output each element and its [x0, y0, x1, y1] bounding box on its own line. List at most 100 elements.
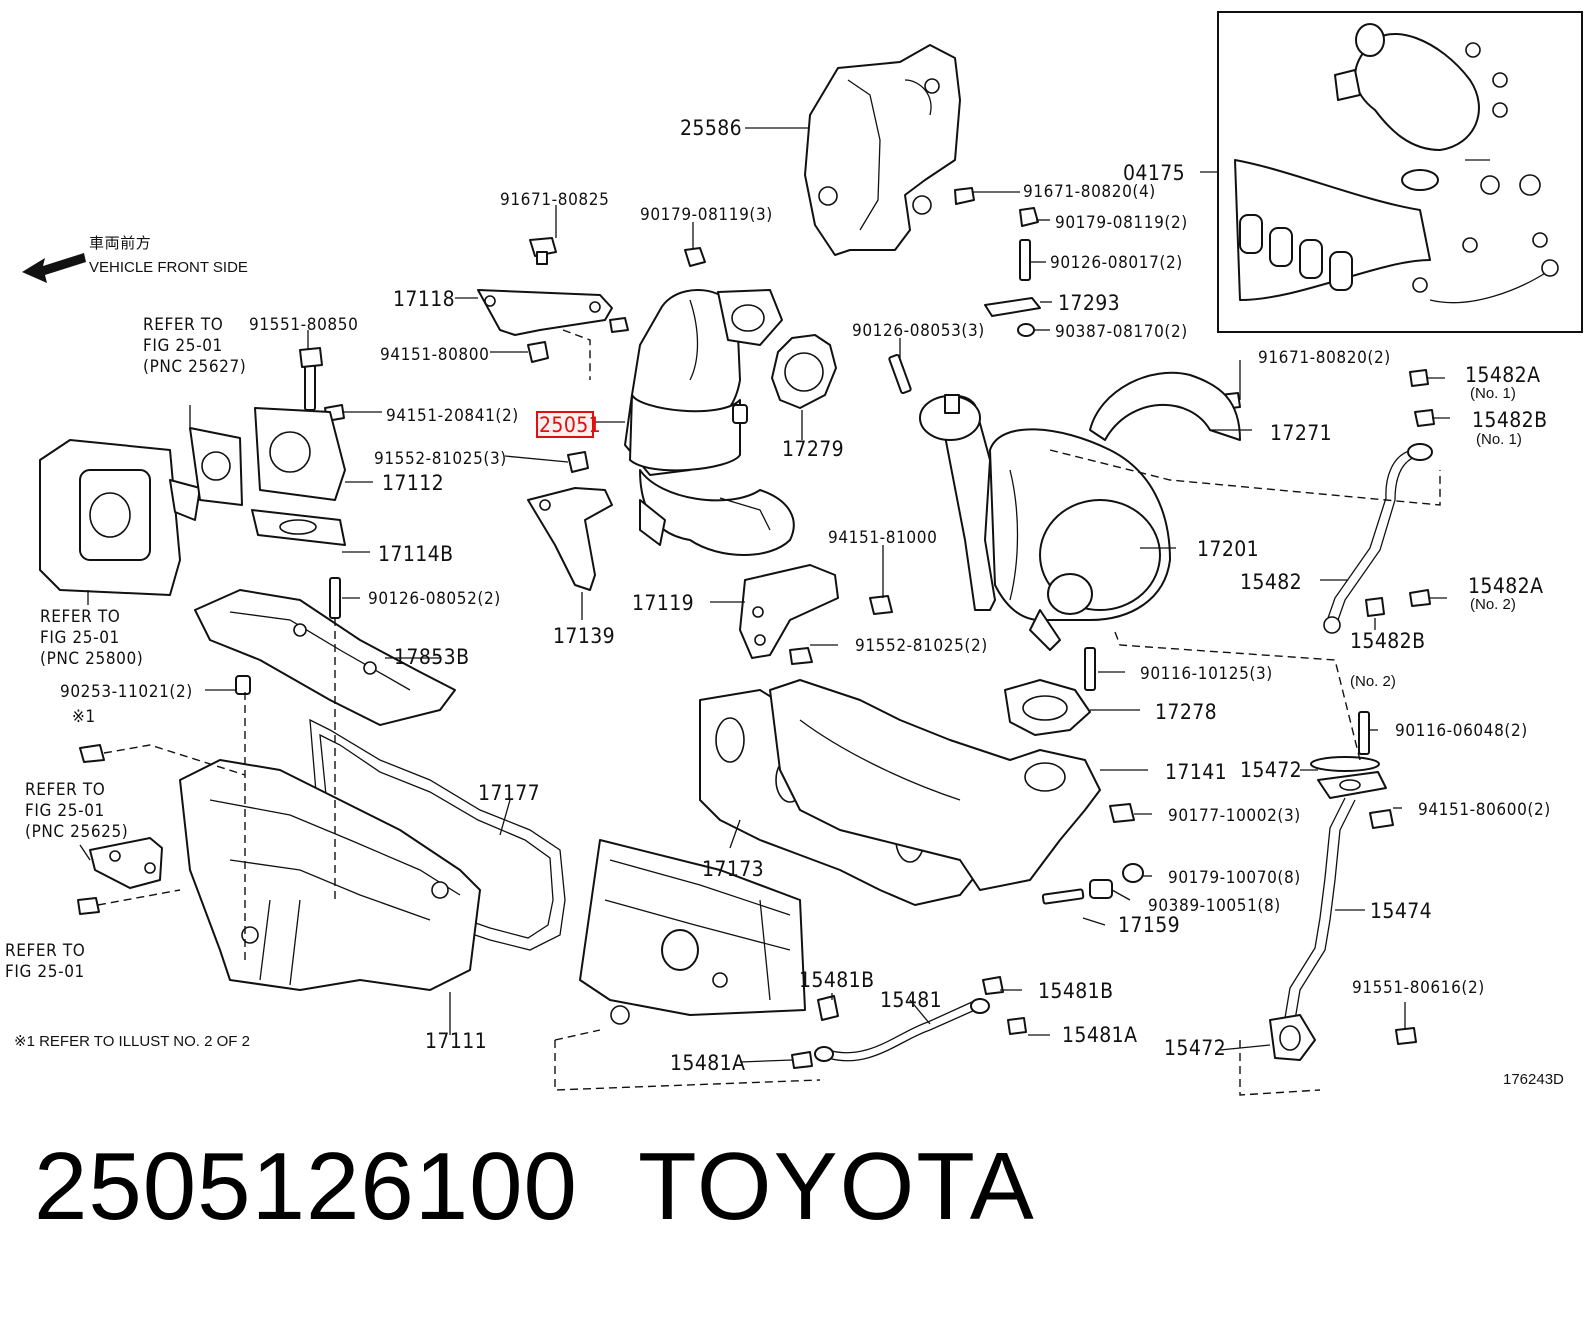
callout-17279[interactable]: 17279 [782, 437, 844, 461]
refer-note-1-line2[interactable]: FIG 25-01 [143, 336, 223, 356]
callout-17141[interactable]: 17141 [1165, 760, 1227, 784]
callout-17159[interactable]: 17159 [1118, 913, 1180, 937]
callout-90116-06048-2[interactable]: 90116-06048(2) [1395, 721, 1528, 741]
callout-15482[interactable]: 15482 [1240, 570, 1302, 594]
callout-17111[interactable]: 17111 [425, 1029, 487, 1053]
callout-17119[interactable]: 17119 [632, 591, 694, 615]
callout-17293[interactable]: 17293 [1058, 291, 1120, 315]
callout-15481[interactable]: 15481 [880, 988, 942, 1012]
callout-91551-80850[interactable]: 91551-80850 [249, 315, 358, 335]
bracket-17118-drawing [477, 237, 629, 363]
intake-manifold-drawing [179, 759, 481, 991]
callout-15481A-right[interactable]: 15481A [1062, 1023, 1137, 1047]
callout-17177[interactable]: 17177 [478, 781, 540, 805]
oil-return-pipe-15474-drawing [1269, 756, 1387, 1061]
footer-part-number: 2505126100 [34, 1133, 578, 1240]
part-drawings [22, 11, 1583, 1096]
callout-15482A-no2-sub: (No. 2) [1470, 596, 1516, 613]
refer-mark-1: ※1 [72, 707, 96, 727]
turbo-heat-shield-drawing [1089, 371, 1241, 441]
catalytic-converter-drawing [624, 289, 795, 556]
callout-90126-08017-2[interactable]: 90126-08017(2) [1050, 253, 1183, 273]
refer-note-4-line2[interactable]: FIG 25-01 [5, 962, 85, 982]
callout-25586[interactable]: 25586 [680, 116, 742, 140]
turbocharger-drawing [919, 394, 1171, 651]
callout-04175[interactable]: 04175 [1123, 161, 1185, 185]
callout-90177-10002-3[interactable]: 90177-10002(3) [1168, 806, 1301, 826]
callout-17173[interactable]: 17173 [702, 857, 764, 881]
refer-note-3-line2[interactable]: FIG 25-01 [25, 801, 105, 821]
inset-overview-drawing [1217, 11, 1583, 333]
callout-90253-11021-2[interactable]: 90253-11021(2) [60, 682, 193, 702]
vehicle-front-jp-label: 車両前方 [89, 234, 151, 252]
refer-note-3-line3[interactable]: (PNC 25625) [25, 822, 128, 842]
callout-94151-81000[interactable]: 94151-81000 [828, 528, 937, 548]
callout-15481B-right[interactable]: 15481B [1038, 979, 1113, 1003]
callout-91671-80825[interactable]: 91671-80825 [500, 190, 609, 210]
highlighted-part-box [536, 411, 594, 438]
callout-90179-08119-3[interactable]: 90179-08119(3) [640, 205, 773, 225]
callout-15482B-no1-sub: (No. 1) [1476, 431, 1522, 448]
callout-90126-08052-2[interactable]: 90126-08052(2) [368, 589, 501, 609]
vehicle-front-label: VEHICLE FRONT SIDE [89, 259, 248, 276]
callout-91551-80616-2[interactable]: 91551-80616(2) [1352, 978, 1485, 998]
refer-note-1-line3[interactable]: (PNC 25627) [143, 357, 246, 377]
refer-note-2-line2[interactable]: FIG 25-01 [40, 628, 120, 648]
illustration-number: 176243D [1503, 1071, 1564, 1088]
callout-15481A-left[interactable]: 15481A [670, 1051, 745, 1075]
callout-15481B-left[interactable]: 15481B [799, 968, 874, 992]
callout-90179-10070-8[interactable]: 90179-10070(8) [1168, 868, 1301, 888]
callout-94151-20841-2[interactable]: 94151-20841(2) [386, 406, 519, 426]
oil-inlet-pipe-drawing [1323, 443, 1433, 634]
fasteners-drawing [77, 187, 1435, 1069]
refer-note-1-line1[interactable]: REFER TO [143, 315, 223, 335]
callout-17118[interactable]: 17118 [393, 287, 455, 311]
refer-note-2-line3[interactable]: (PNC 25800) [40, 649, 143, 669]
callout-90179-08119-2[interactable]: 90179-08119(2) [1055, 213, 1188, 233]
callout-91552-81025-3[interactable]: 91552-81025(3) [374, 449, 507, 469]
callout-94151-80800[interactable]: 94151-80800 [380, 345, 489, 365]
callout-17278[interactable]: 17278 [1155, 700, 1217, 724]
callout-17112[interactable]: 17112 [382, 471, 444, 495]
callout-90116-10125-3[interactable]: 90116-10125(3) [1140, 664, 1273, 684]
heat-insulator-drawing [804, 44, 961, 256]
exhaust-manifold-drawing [769, 679, 1101, 891]
callout-91671-80820-4[interactable]: 91671-80820(4) [1023, 182, 1156, 202]
callout-17853B[interactable]: 17853B [394, 645, 469, 669]
refer-note-3-line1[interactable]: REFER TO [25, 780, 105, 800]
callout-94151-80600-2[interactable]: 94151-80600(2) [1418, 800, 1551, 820]
gasket-17279-drawing [771, 334, 837, 409]
callout-17139[interactable]: 17139 [553, 624, 615, 648]
leader-lines [79, 127, 1450, 1063]
callout-91671-80820-2[interactable]: 91671-80820(2) [1258, 348, 1391, 368]
callout-15482B-no2[interactable]: 15482B [1350, 629, 1425, 653]
callout-15472-upper[interactable]: 15472 [1240, 758, 1302, 782]
callout-17201[interactable]: 17201 [1197, 537, 1259, 561]
callout-15472-lower[interactable]: 15472 [1164, 1036, 1226, 1060]
vehicle-front-arrow-icon [22, 253, 86, 283]
footer-brand: TOYOTA [638, 1133, 1036, 1240]
callout-15474[interactable]: 15474 [1370, 899, 1432, 923]
egr-valve-drawing [39, 407, 346, 596]
intake-insulator-drawing [194, 589, 456, 726]
callout-15482A-no1-sub: (No. 1) [1470, 385, 1516, 402]
refer-note-4-line1[interactable]: REFER TO [5, 941, 85, 961]
callout-90387-08170-2[interactable]: 90387-08170(2) [1055, 322, 1188, 342]
callout-17271[interactable]: 17271 [1270, 421, 1332, 445]
callout-15482A-no1[interactable]: 15482A [1465, 363, 1540, 387]
callout-90389-10051-8[interactable]: 90389-10051(8) [1148, 896, 1281, 916]
footnote: ※1 REFER TO ILLUST NO. 2 OF 2 [14, 1033, 250, 1050]
assembly-guide-lines [97, 329, 1441, 1096]
callout-15482B-no1[interactable]: 15482B [1472, 408, 1547, 432]
callout-15482A-no2[interactable]: 15482A [1468, 574, 1543, 598]
callout-90126-08053-3[interactable]: 90126-08053(3) [852, 321, 985, 341]
callout-17114B[interactable]: 17114B [378, 542, 453, 566]
callout-91552-81025-2[interactable]: 91552-81025(2) [855, 636, 988, 656]
refer-note-2-line1[interactable]: REFER TO [40, 607, 120, 627]
bracket-17119-drawing [739, 564, 839, 659]
engine-block-drawing [579, 839, 806, 1025]
callout-25051-highlighted[interactable]: 25051 [539, 413, 601, 437]
oil-return-pipe-15481-drawing [814, 995, 990, 1062]
